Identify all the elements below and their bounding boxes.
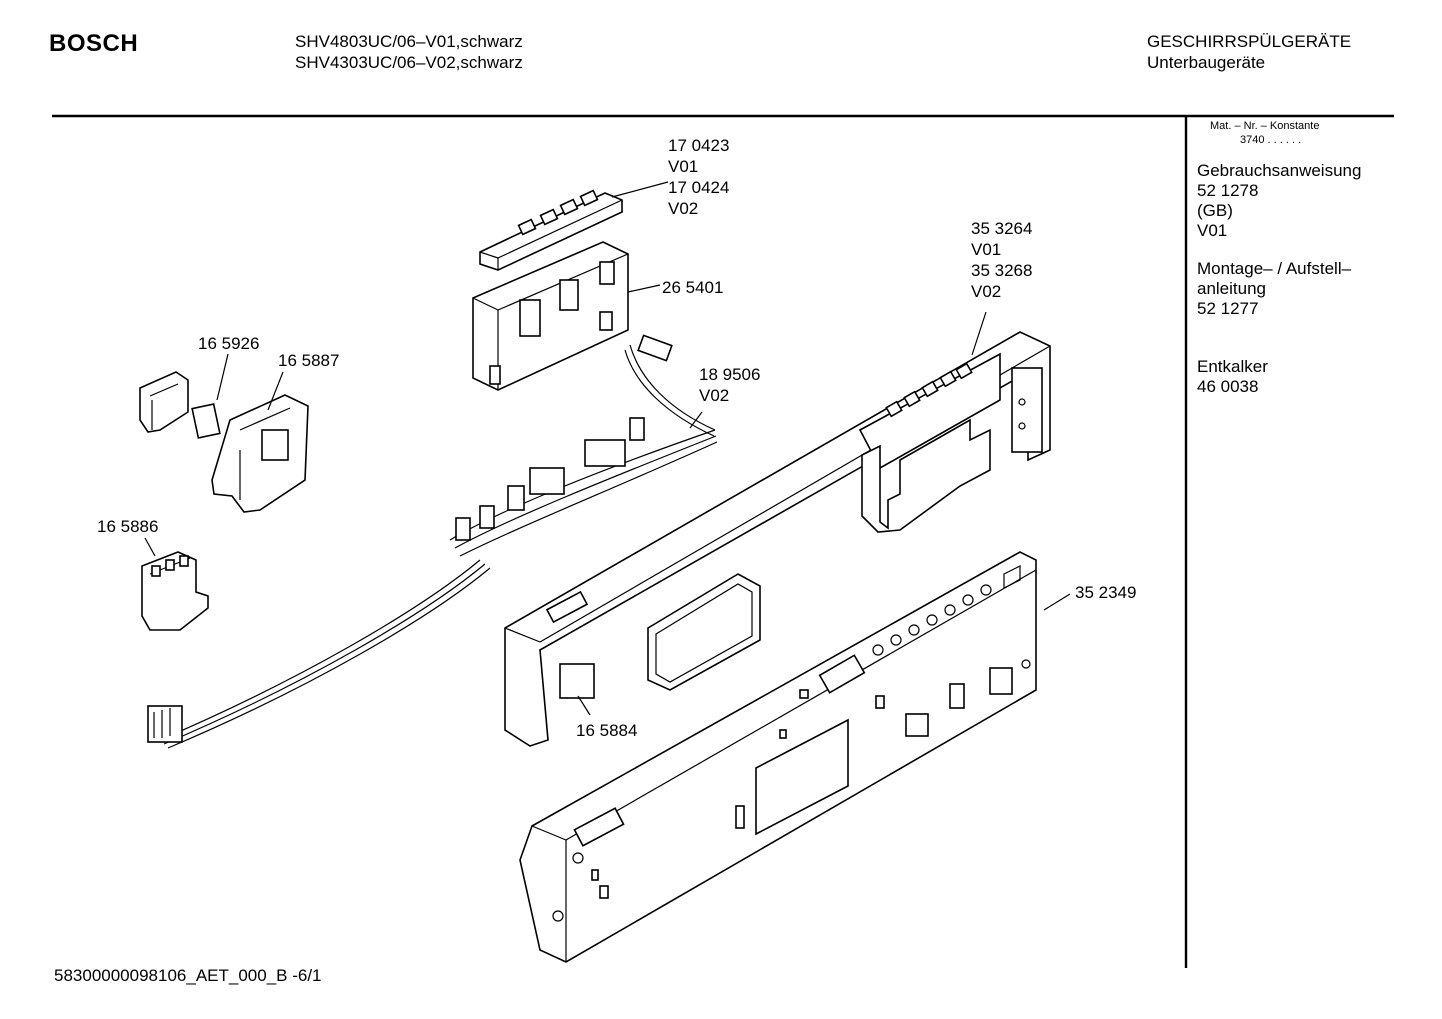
label-165887-l1: 16 5887 (278, 351, 340, 370)
mat-value: 3740 . . . . . . (1240, 134, 1302, 146)
label-170423-l2: V01 (668, 157, 699, 176)
sidebar-item-manual-l1: Gebrauchsanweisung (1197, 161, 1362, 180)
sidebar-item-manual-l3: (GB) (1197, 201, 1233, 220)
leader-189506 (689, 411, 703, 429)
label-165884: 16 5884 (576, 720, 637, 741)
leader-352349 (1043, 593, 1071, 611)
sidebar-item-manual-l4: V01 (1197, 221, 1228, 240)
part-inner-panel (519, 551, 1037, 963)
model-line-1: SHV4803UC/06–V01,schwarz (295, 32, 523, 51)
part-bracket (211, 394, 309, 513)
label-189506: 18 9506 V02 (699, 364, 760, 406)
leader-170423 (611, 181, 669, 198)
label-353264-l3: 35 3268 (971, 261, 1033, 280)
sidebar-item-installation: Montage– / Aufstell– anleitung 52 1277 (1197, 259, 1361, 319)
label-352349-l1: 35 2349 (1075, 583, 1137, 602)
part-front-panel (504, 331, 1051, 747)
label-165926: 16 5926 (198, 333, 259, 354)
label-353264-l1: 35 3264 (971, 219, 1033, 238)
model-line-2: SHV4303UC/06–V02,schwarz (295, 53, 523, 72)
brand-logo: BOSCH (49, 30, 139, 57)
sidebar-item-manual-l2: 52 1278 (1197, 181, 1259, 200)
part-terminal-block (141, 551, 209, 631)
label-352349: 35 2349 (1075, 582, 1136, 603)
label-170423: 17 0423 V01 17 0424 V02 (668, 135, 729, 219)
leader-353264 (971, 311, 987, 356)
sidebar-item-installation-l1: Montage– / Aufstell– (1197, 259, 1352, 278)
category: GESCHIRRSPÜLGERÄTE Unterbaugeräte (1147, 31, 1351, 73)
label-170423-l3: 17 0424 (668, 178, 730, 197)
label-189506-l2: V02 (699, 386, 730, 405)
label-165926-l1: 16 5926 (198, 334, 260, 353)
leader-165887 (267, 371, 284, 411)
part-relay-small (191, 403, 221, 439)
part-wire-harness (147, 334, 718, 749)
label-189506-l1: 18 9506 (699, 365, 761, 384)
label-165886: 16 5886 (97, 516, 158, 537)
sidebar-item-installation-l3: 52 1277 (1197, 299, 1259, 318)
leader-165884 (577, 695, 591, 716)
sidebar-item-manual: Gebrauchsanweisung 52 1278 (GB) V01 (1197, 161, 1361, 241)
mat-title: Mat. – Nr. – Konstante (1210, 120, 1320, 132)
label-165887: 16 5887 (278, 350, 339, 371)
label-170423-l1: 17 0423 (668, 136, 730, 155)
sidebar-item-descaler-l1: Entkalker (1197, 357, 1268, 376)
sidebar-item-descaler: Entkalker 46 0038 (1197, 357, 1361, 397)
part-cover (139, 371, 189, 433)
sidebar-item-installation-l2: anleitung (1197, 279, 1267, 298)
label-353264-l4: V02 (971, 282, 1002, 301)
label-265401-l1: 26 5401 (662, 278, 724, 297)
label-170423-l4: V02 (668, 199, 699, 218)
leader-165926 (216, 353, 229, 401)
label-353264: 35 3264 V01 35 3268 V02 (971, 218, 1032, 302)
leader-265401 (627, 284, 661, 293)
sidebar: Mat. – Nr. – Konstante 3740 . . . . . . … (1197, 119, 1361, 415)
leader-165886 (144, 537, 156, 557)
document-code: 58300000098106_AET_000_B -6/1 (54, 966, 322, 985)
category-subtitle: Unterbaugeräte (1147, 53, 1266, 72)
sidebar-item-descaler-l2: 46 0038 (1197, 377, 1259, 396)
part-control-module (472, 241, 629, 391)
label-353264-l2: V01 (971, 240, 1002, 259)
part-button-strip (479, 189, 623, 271)
label-165886-l1: 16 5886 (97, 517, 159, 536)
model-list: SHV4803UC/06–V01,schwarz SHV4303UC/06–V0… (295, 31, 523, 73)
label-165884-l1: 16 5884 (576, 721, 638, 740)
label-265401: 26 5401 (662, 277, 723, 298)
category-title: GESCHIRRSPÜLGERÄTE (1147, 32, 1352, 51)
